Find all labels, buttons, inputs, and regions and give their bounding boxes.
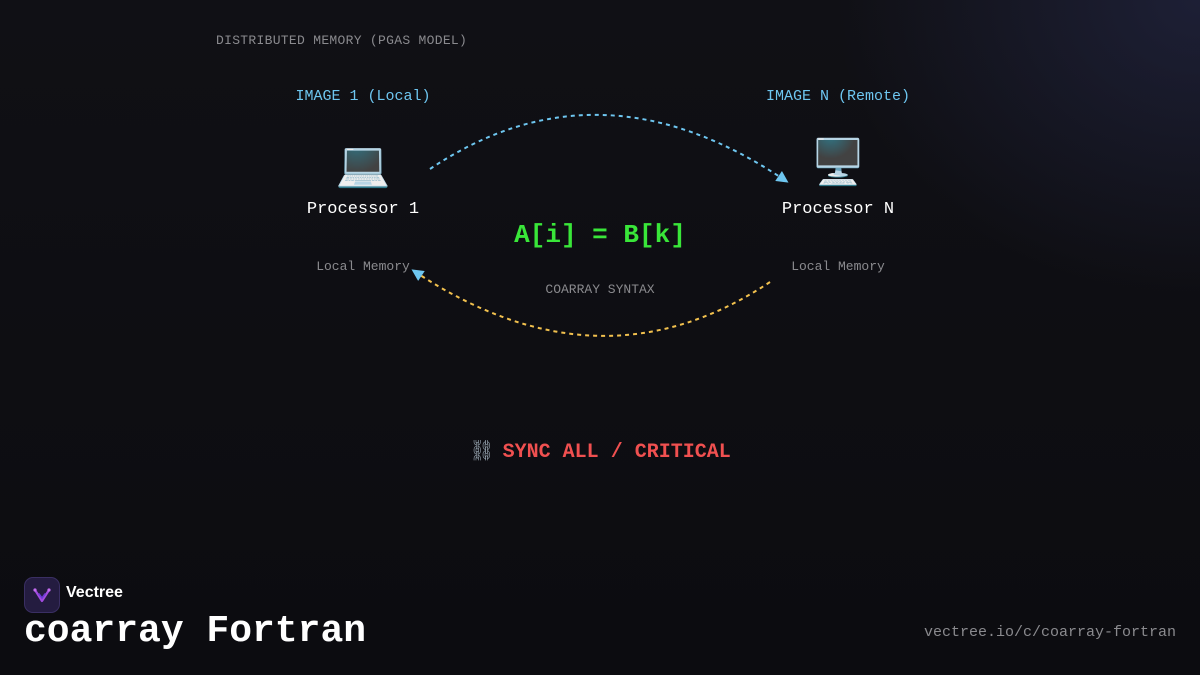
processor-1-label: Processor 1	[306, 200, 420, 219]
sync-statement: ⛓ SYNC ALL / CRITICAL	[360, 438, 840, 464]
put-arc	[429, 113, 789, 183]
get-arc	[411, 269, 771, 337]
brand-name: Vectree	[66, 584, 123, 601]
page-url[interactable]: vectree.io/c/coarray-fortran	[923, 624, 1176, 641]
right-local-memory-label: Local Memory	[791, 259, 885, 274]
right-image-label: IMAGE N (Remote)	[765, 88, 911, 105]
desktop-computer-icon: 🖥️	[810, 137, 866, 188]
section-label: DISTRIBUTED MEMORY (PGAS MODEL)	[216, 33, 468, 48]
coarray-syntax-caption: COARRAY SYNTAX	[545, 282, 655, 297]
chain-link-icon: ⛓	[469, 438, 495, 462]
page-title: coarray Fortran	[24, 610, 367, 653]
vectree-logo-icon	[24, 577, 60, 613]
sync-label: SYNC ALL / CRITICAL	[502, 441, 731, 464]
processor-n-label: Processor N	[781, 200, 895, 219]
coarray-expression: A[i] = B[k]	[514, 220, 686, 250]
left-local-memory-label: Local Memory	[316, 259, 410, 274]
laptop-icon: 💻	[335, 139, 391, 190]
left-image-label: IMAGE 1 (Local)	[295, 88, 431, 105]
